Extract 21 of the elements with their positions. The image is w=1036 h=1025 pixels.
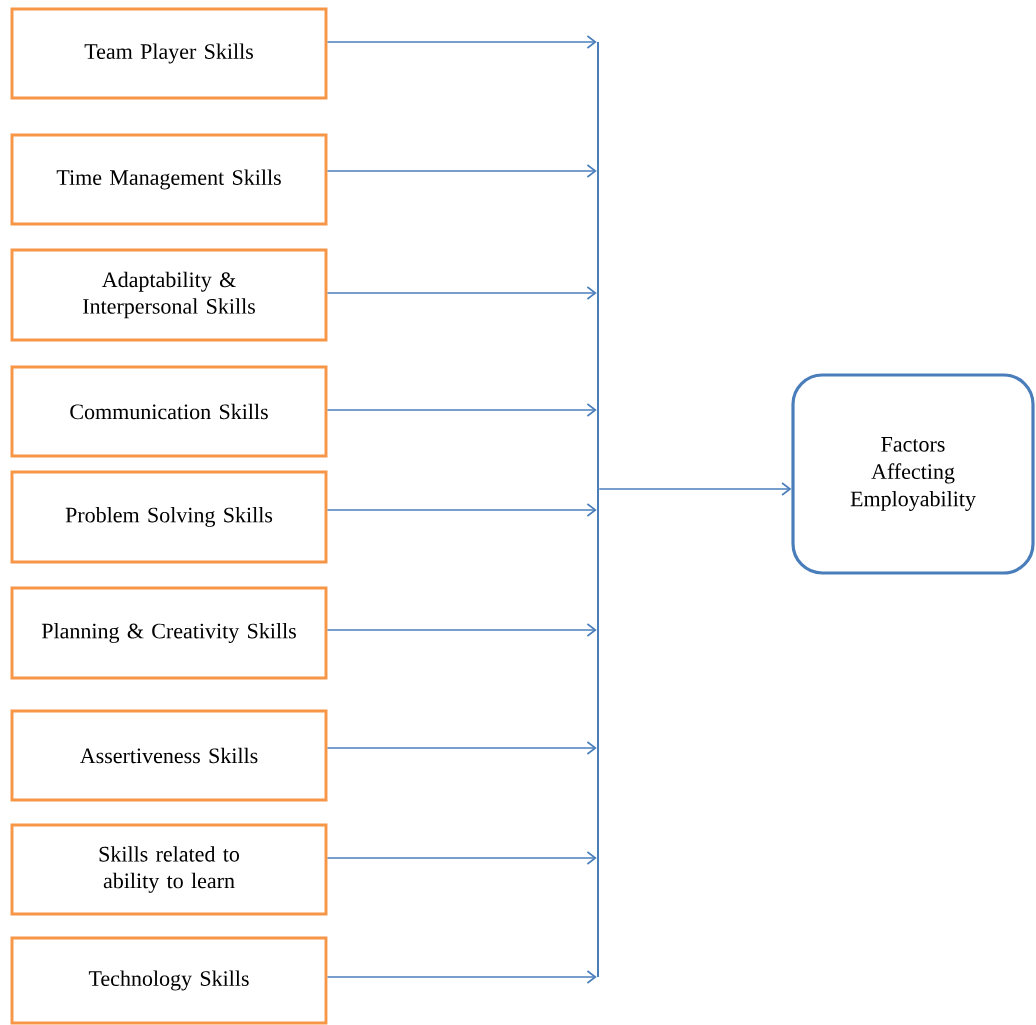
arrow: [326, 403, 597, 417]
skill-box: Assertiveness Skills: [10, 709, 328, 802]
skill-box: Skills related to ability to learn: [10, 823, 328, 916]
arrow: [326, 970, 597, 984]
skill-box: Planning & Creativity Skills: [10, 586, 328, 680]
bus-line: [597, 42, 599, 977]
outcome-box: Factors Affecting Employability: [791, 373, 1035, 575]
skill-box: Time Management Skills: [10, 133, 328, 226]
arrow: [326, 503, 597, 517]
arrow: [598, 482, 792, 496]
arrow: [326, 286, 597, 300]
arrow: [326, 35, 597, 49]
arrow: [326, 623, 597, 637]
arrow: [326, 164, 597, 178]
skill-box: Team Player Skills: [10, 7, 328, 100]
skill-box: Adaptability & Interpersonal Skills: [10, 248, 328, 342]
skill-box: Communication Skills: [10, 365, 328, 458]
skill-box: Technology Skills: [10, 936, 328, 1025]
skill-box: Problem Solving Skills: [10, 470, 328, 564]
arrow: [326, 741, 597, 755]
arrow: [326, 851, 597, 865]
